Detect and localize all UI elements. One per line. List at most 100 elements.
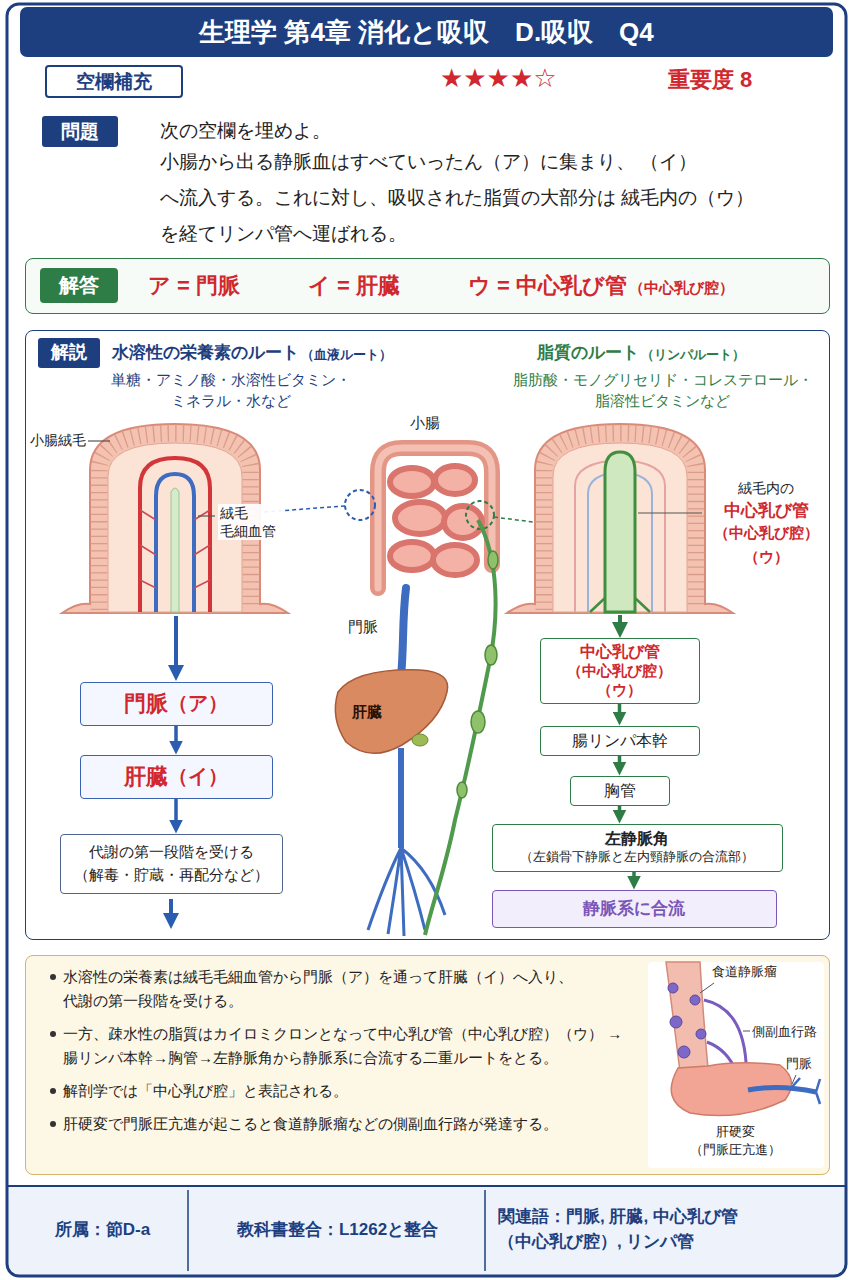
capillary-vein xyxy=(156,474,194,612)
process-box: 門脈（ア） xyxy=(80,682,273,726)
lymph-node xyxy=(488,551,498,569)
lamina xyxy=(553,443,687,612)
zoom-circle xyxy=(345,490,375,520)
bullet-dot xyxy=(50,974,56,980)
part-label: 肝硬変 xyxy=(680,1124,790,1140)
part-label: 小腸絨毛 xyxy=(30,432,86,450)
lamina xyxy=(108,443,242,612)
part-label: 中心乳び管 xyxy=(706,500,826,521)
node-text: 教科書整合：L1262と整合 xyxy=(237,1219,438,1240)
note-text: 解剖学では「中心乳び腔」と表記される。 xyxy=(63,1079,648,1103)
part-label: 門脈 xyxy=(348,618,378,637)
part-label: 小腸 xyxy=(410,414,440,433)
inset-ground xyxy=(648,962,824,1168)
central-lacteal xyxy=(605,452,635,612)
leader-line xyxy=(198,515,215,516)
node-text: （ウ） xyxy=(597,681,642,700)
footer-cell: 教科書整合：L1262と整合 xyxy=(195,1195,480,1265)
villus-blood xyxy=(62,424,288,613)
lymph-node xyxy=(457,782,467,798)
flow-arrow xyxy=(169,899,173,921)
flow-arrow xyxy=(618,756,622,769)
lymph-vessel xyxy=(425,520,496,935)
node-text: 代謝の第一段階を受ける （解毒・貯蔵・再配分など） xyxy=(67,841,276,886)
footer-cell: 所属：節D-a xyxy=(20,1195,185,1265)
section-label: 問題 xyxy=(42,116,118,147)
small-intestine-loop xyxy=(433,545,477,575)
villus-wall xyxy=(62,424,288,613)
process-box: 代謝の第一段階を受ける （解毒・貯蔵・再配分など） xyxy=(60,834,283,894)
part-label: 側副血行路 xyxy=(752,1024,817,1040)
node-text: 関連語：門脈, 肝臓, 中心乳び管（中心乳び腔）, リンパ管 xyxy=(498,1205,827,1254)
importance-score: 重要度 8 xyxy=(668,66,752,94)
node-text: （中心乳び腔） xyxy=(629,279,734,298)
villus-lymph xyxy=(507,424,733,613)
flow-arrow xyxy=(174,799,178,827)
lacteal-branch xyxy=(590,598,650,612)
small-intestine-loop xyxy=(390,542,434,570)
node-text: 空欄補充 xyxy=(76,70,152,94)
small-intestine-loop xyxy=(435,466,475,494)
villus-wall xyxy=(507,424,733,613)
gallbladder xyxy=(412,734,428,746)
note-text: 一方、疎水性の脂質はカイロミクロンとなって中心乳び管（中心乳び腔）（ウ） →腸リ… xyxy=(63,1022,648,1070)
capillary-artery xyxy=(140,458,210,612)
varix xyxy=(678,1046,690,1058)
card-border xyxy=(7,4,846,1276)
vein xyxy=(398,748,404,848)
lymph-node xyxy=(485,645,497,665)
esophagus xyxy=(666,962,708,1072)
bullet-dot xyxy=(50,1088,56,1094)
liver xyxy=(335,670,447,753)
colon-highlight xyxy=(378,448,492,588)
process-box: 中心乳び管（中心乳び腔）（ウ） xyxy=(540,638,700,704)
part-label: 肝臓 xyxy=(352,703,382,722)
notes-ground xyxy=(25,955,830,1175)
node-text: 単糖・アミノ酸・水溶性ビタミン・ ミネラル・水など xyxy=(100,370,362,412)
node-text: 解答 xyxy=(59,273,99,298)
node-text: （中心乳び腔） xyxy=(567,662,672,681)
part-label: （門脈圧亢進） xyxy=(675,1142,795,1158)
footer-band xyxy=(8,1186,845,1275)
zoom-line xyxy=(494,517,533,522)
varix xyxy=(696,1029,706,1039)
cirrhosis-inset xyxy=(666,962,820,1116)
footer-divider xyxy=(187,1190,189,1271)
flow-arrow xyxy=(174,726,178,748)
note-row: 解剖学では「中心乳び腔」と表記される。 xyxy=(63,1079,648,1103)
note-row: 一方、疎水性の脂質はカイロミクロンとなって中心乳び管（中心乳び腔）（ウ） →腸リ… xyxy=(63,1022,648,1070)
node-text: 静脈系に合流 xyxy=(583,898,685,919)
small-intestine-loop xyxy=(390,468,434,496)
leader-line xyxy=(700,983,714,993)
footer-cell: 関連語：門脈, 肝臓, 中心乳び管（中心乳び腔）, リンパ管 xyxy=(490,1195,835,1265)
explanation-panel: 水溶性の栄養素のルート（血液ルート）単糖・アミノ酸・水溶性ビタミン・ ミネラル・… xyxy=(25,330,830,940)
leader-line xyxy=(638,512,702,513)
varix xyxy=(690,995,700,1005)
flow-arrow xyxy=(618,806,622,817)
node-text: 腸リンパ本幹 xyxy=(572,731,668,751)
node-text: ウ = 中心乳び管 xyxy=(468,272,627,300)
star-rating: ★★★★☆ xyxy=(440,62,557,95)
colon xyxy=(378,448,492,588)
notes-panel: 水溶性の栄養素は絨毛毛細血管から門脈（ア）を通って肝臓（イ）へ入り、 代謝の第一… xyxy=(25,955,830,1175)
node-text: 脂質のルート xyxy=(537,342,639,363)
tag-box: 空欄補充 xyxy=(45,65,183,98)
node-text: 水溶性の栄養素のルート xyxy=(112,342,299,363)
part-label: （中心乳び腔） xyxy=(706,524,826,543)
process-box: 胸管 xyxy=(570,776,670,806)
process-box: 肝臓（イ） xyxy=(80,755,273,799)
process-box: 腸リンパ本幹 xyxy=(540,726,700,756)
footer-rule xyxy=(8,1185,845,1187)
instruction: 次の空欄を埋めよ。 xyxy=(160,120,331,142)
footer-divider xyxy=(484,1190,486,1271)
process-box: 左静脈角（左鎖骨下静脈と左内頸静脈の合流部） xyxy=(492,824,783,872)
note-text: 水溶性の栄養素は絨毛毛細血管から門脈（ア）を通って肝臓（イ）へ入り、 代謝の第一… xyxy=(63,965,648,1013)
portal-vein xyxy=(401,588,406,676)
header-band xyxy=(20,7,833,57)
node-text: （左鎖骨下静脈と左内頸静脈の合流部） xyxy=(520,849,754,865)
node-text: イ = 肝臓 xyxy=(308,272,400,300)
capillary-net xyxy=(140,510,210,588)
